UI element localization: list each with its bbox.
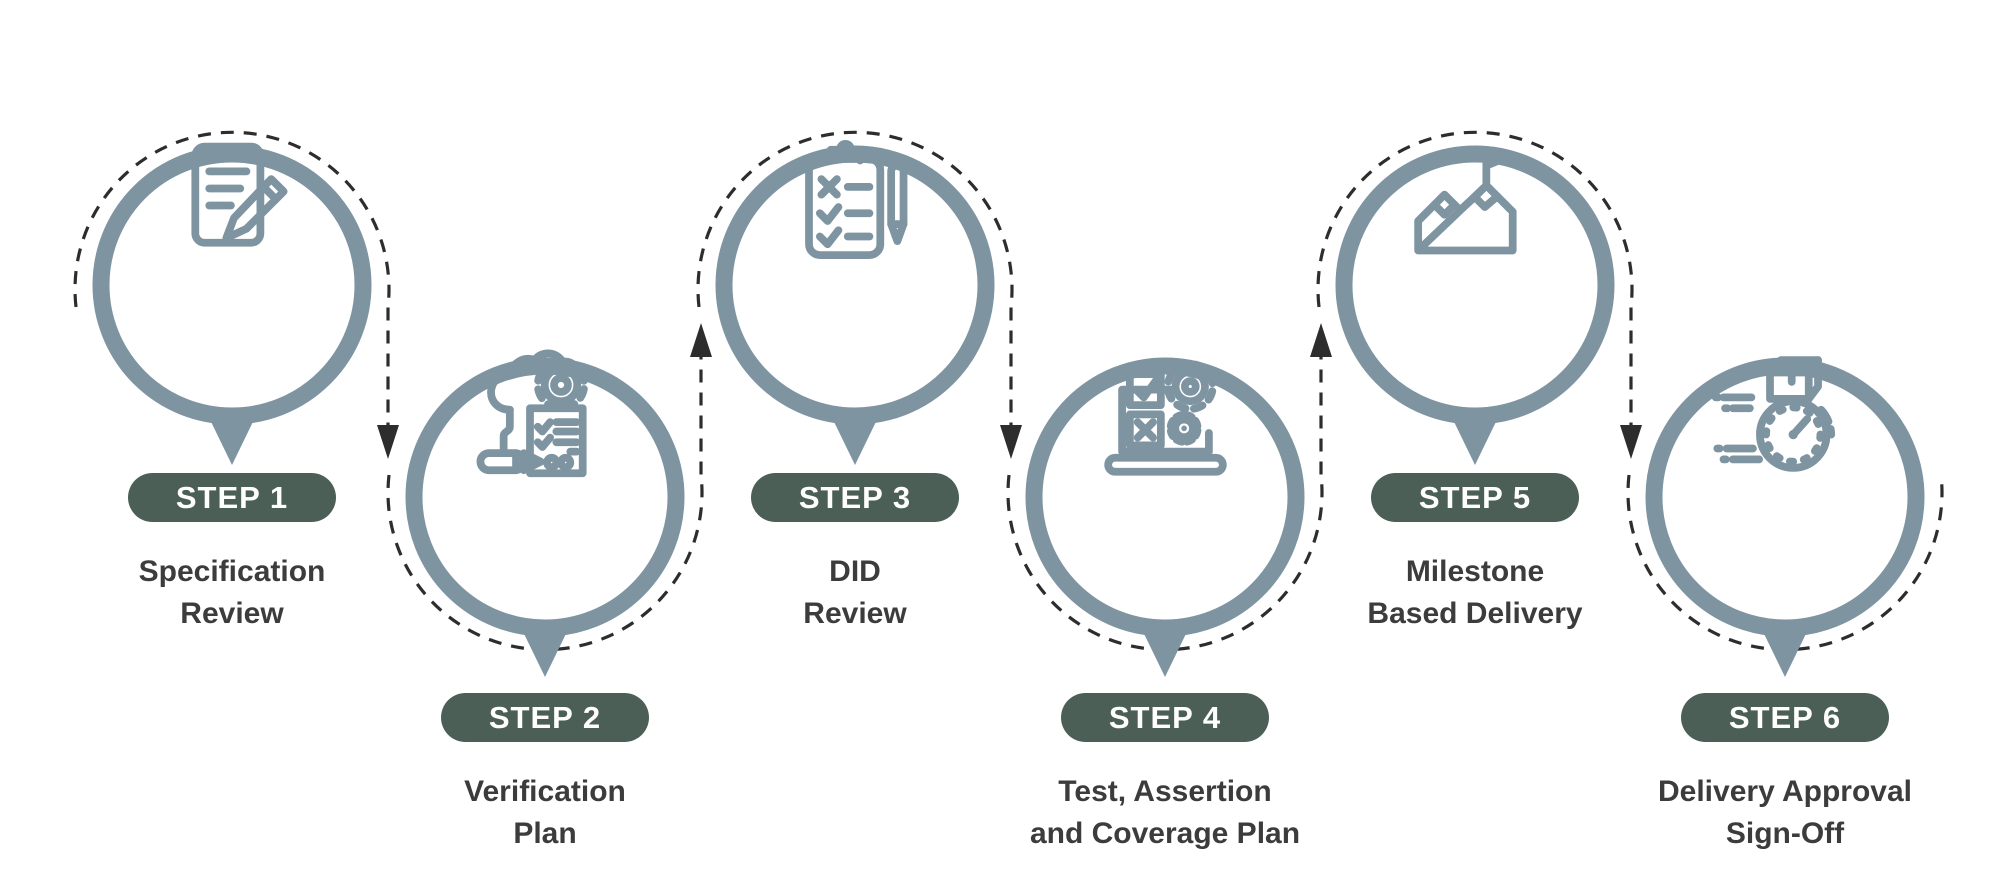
step-4-badge: STEP 4 bbox=[1061, 693, 1269, 742]
cloud-gear-checklist-icon bbox=[476, 349, 589, 478]
step-2-badge: STEP 2 bbox=[441, 693, 649, 742]
arrow-down-icon bbox=[1620, 425, 1642, 459]
arrow-down-icon bbox=[1000, 425, 1022, 459]
arrow-up-icon bbox=[690, 323, 712, 357]
shipping-stopwatch-icon bbox=[1711, 356, 1836, 472]
step-circle bbox=[715, 145, 995, 425]
step-1-badge: STEP 1 bbox=[128, 473, 336, 522]
step-3-group bbox=[696, 130, 1022, 465]
laptop-checkbox-gears-icon bbox=[1104, 360, 1227, 476]
arrow-up-icon bbox=[1310, 323, 1332, 357]
step-1-label: Specification Review bbox=[138, 555, 326, 630]
step-6-badge: STEP 6 bbox=[1681, 693, 1889, 742]
clipboard-checklist-pen-icon bbox=[805, 140, 908, 259]
step-circle bbox=[1335, 145, 1615, 425]
step-6-group bbox=[1626, 356, 1944, 677]
step-5-group bbox=[1316, 130, 1642, 465]
step-4-label: Test, Assertion and Coverage Plan bbox=[1029, 775, 1301, 850]
step-3-badge: STEP 3 bbox=[751, 473, 959, 522]
document-pencil-icon bbox=[191, 142, 288, 247]
step-circle bbox=[1645, 357, 1925, 637]
step-circle bbox=[92, 145, 372, 425]
step-circle bbox=[1025, 357, 1305, 637]
step-1-group bbox=[73, 130, 399, 465]
step-4-group bbox=[1006, 323, 1332, 677]
mountain-flag-icon bbox=[1414, 145, 1517, 255]
step-3-label: DID Review bbox=[803, 555, 907, 630]
step-5-label: Milestone Based Delivery bbox=[1367, 555, 1583, 630]
step-5-badge: STEP 5 bbox=[1371, 473, 1579, 522]
step-6-label: Delivery Approval Sign-Off bbox=[1658, 775, 1912, 850]
step-2-group bbox=[386, 323, 712, 677]
arrow-down-icon bbox=[377, 425, 399, 459]
step-2-label: Verification Plan bbox=[464, 775, 626, 850]
